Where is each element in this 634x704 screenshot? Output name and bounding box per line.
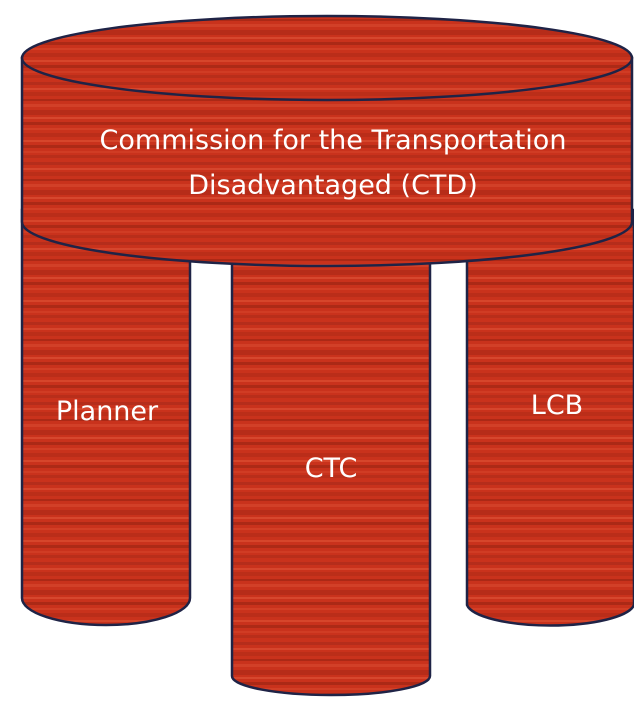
middle-leg: CTC [230,228,432,697]
seat-top-ellipse [20,14,634,102]
leg-label-lcb: LCB [531,390,583,421]
seat-label-line2: Disadvantaged (CTD) [188,170,478,201]
seat-label-line1: Commission for the Transportation [100,125,567,156]
leg-label-ctc: CTC [305,453,358,484]
leg-label-planner: Planner [56,396,159,427]
left-leg: Planner [20,208,192,627]
stool-seat: Commission for the Transportation Disadv… [20,14,634,268]
right-leg: LCB [465,208,634,627]
